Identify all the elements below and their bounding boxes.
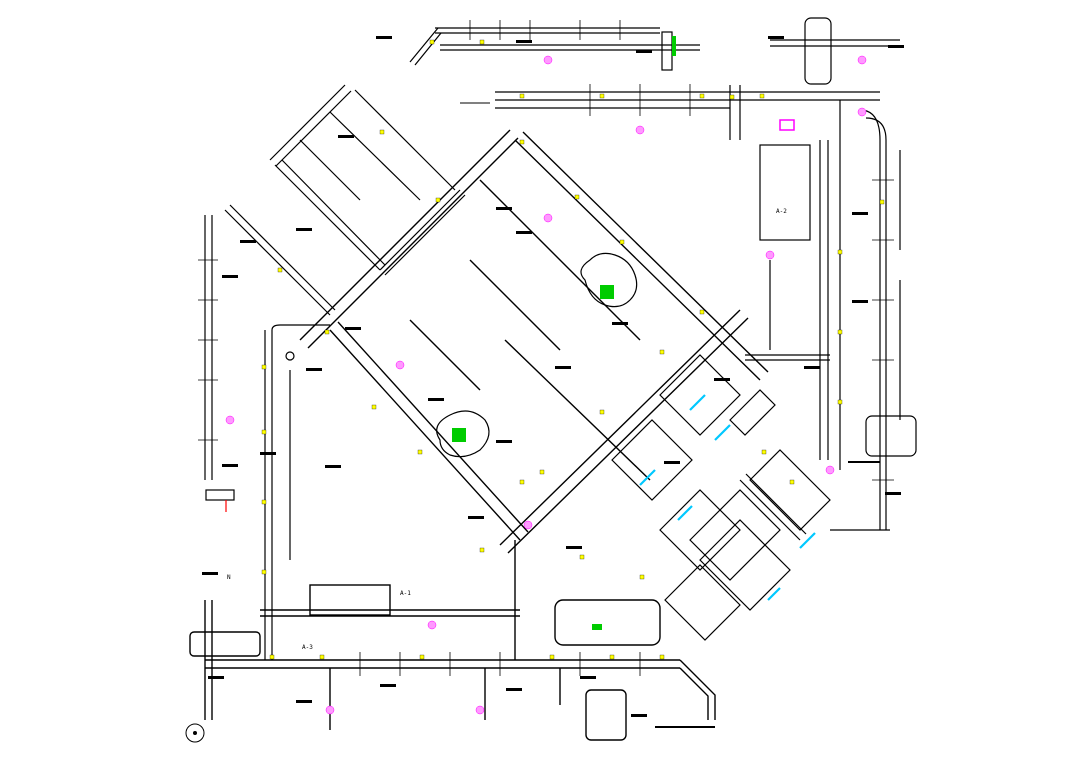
room-tag bbox=[496, 440, 512, 444]
zone-label-north: N bbox=[227, 574, 231, 581]
duct-top-east bbox=[495, 17, 900, 140]
room-tag bbox=[222, 464, 238, 468]
room-tag bbox=[296, 700, 312, 704]
room-tag bbox=[804, 366, 820, 370]
duct-south-main bbox=[189, 540, 716, 741]
zone-label-bottom: A-3 bbox=[302, 644, 313, 651]
room-tag bbox=[240, 240, 256, 244]
zone-label-left: A-1 bbox=[400, 590, 411, 597]
room-tag bbox=[768, 36, 784, 40]
room-tag bbox=[555, 366, 571, 370]
room-tag bbox=[631, 714, 647, 718]
duct-top-north bbox=[409, 27, 700, 71]
room-tag bbox=[338, 135, 354, 139]
room-tag bbox=[888, 45, 904, 49]
room-tag bbox=[566, 546, 582, 550]
duct-west-run bbox=[204, 204, 336, 660]
room-tag bbox=[885, 492, 901, 496]
room-tag bbox=[306, 368, 322, 372]
equipment-outlines bbox=[436, 252, 638, 458]
room-tag bbox=[852, 212, 868, 216]
room-tag bbox=[714, 378, 730, 382]
room-tag bbox=[296, 228, 312, 232]
room-tag bbox=[345, 327, 361, 331]
room-tag bbox=[428, 398, 444, 402]
diffuser-ticks bbox=[198, 20, 894, 676]
room-tag bbox=[516, 231, 532, 235]
room-tag bbox=[202, 572, 218, 576]
fan-coil-unit-icon bbox=[225, 36, 795, 630]
room-tag bbox=[496, 207, 512, 211]
room-tag bbox=[208, 676, 224, 680]
room-tag bbox=[222, 275, 238, 279]
linear-diffuser-icons bbox=[639, 394, 816, 601]
room-tag bbox=[852, 300, 868, 304]
room-tag bbox=[468, 516, 484, 520]
duct-nw-wing bbox=[269, 84, 466, 276]
room-tag bbox=[612, 322, 628, 326]
room-tag bbox=[580, 676, 596, 680]
room-tag bbox=[380, 684, 396, 688]
circle-target-icon bbox=[185, 723, 205, 743]
duct-se-rooms bbox=[611, 354, 831, 641]
room-tag bbox=[260, 452, 276, 456]
room-tag bbox=[506, 688, 522, 692]
room-tag bbox=[636, 50, 652, 54]
zone-label-right: A-2 bbox=[776, 208, 787, 215]
room-tag bbox=[516, 40, 532, 44]
room-tag bbox=[325, 465, 341, 469]
fitting-markers bbox=[261, 39, 885, 660]
duct-central-trunk bbox=[299, 129, 769, 554]
damper-icons bbox=[225, 55, 867, 715]
room-tag bbox=[376, 36, 392, 40]
duct-east-risers bbox=[745, 100, 917, 531]
room-tag bbox=[664, 461, 680, 465]
